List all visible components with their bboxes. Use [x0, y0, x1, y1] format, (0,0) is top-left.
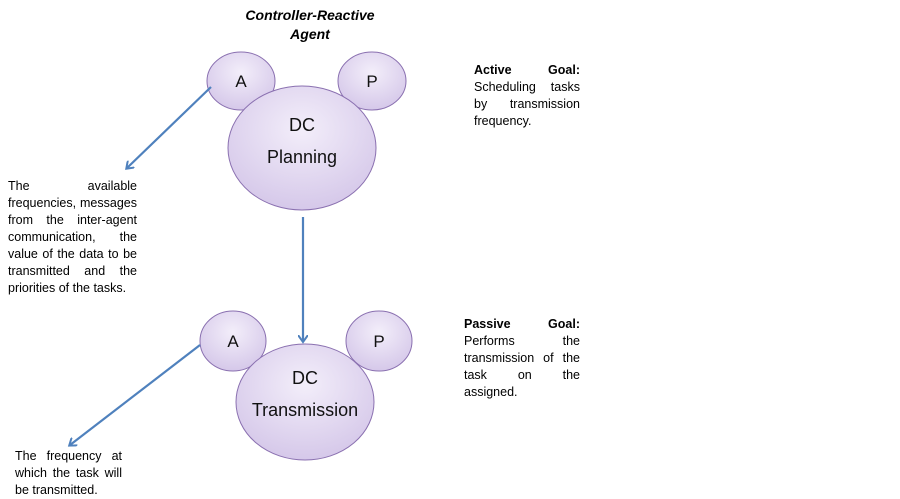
transmission-main-line2: Transmission — [252, 400, 358, 420]
transmission-agent: A P DC Transmission — [199, 310, 413, 461]
active-goal-text: Scheduling tasks by transmission frequen… — [474, 80, 580, 128]
active-goal-heading-word2: Goal: — [548, 63, 580, 77]
planning-p-bubble[interactable] — [337, 51, 407, 111]
planning-input-arrow — [127, 86, 212, 168]
planning-a-bubble[interactable] — [206, 51, 276, 111]
title-line-2: Agent — [290, 26, 330, 42]
transmission-output-arrow — [70, 344, 201, 445]
passive-goal-heading-word1: Passive — [464, 317, 511, 331]
transmission-main-bubble[interactable] — [235, 343, 375, 461]
transmission-output-note: The frequency at which the task will be … — [15, 449, 122, 497]
title-line-1: Controller-Reactive — [245, 7, 375, 23]
planning-a-label: A — [235, 72, 247, 91]
transmission-main-line1: DC — [292, 368, 318, 388]
transmission-p-label: P — [373, 332, 384, 351]
transmission-p-bubble[interactable] — [345, 310, 413, 372]
transmission-a-label: A — [227, 332, 239, 351]
passive-goal-text: Performs the transmission of the task on… — [464, 334, 580, 399]
active-goal-heading: Active Goal: — [474, 62, 580, 79]
planning-agent: A P DC Planning — [206, 51, 407, 211]
active-goal-heading-word1: Active — [474, 63, 512, 77]
planning-main-bubble[interactable] — [227, 85, 377, 211]
planning-p-label: P — [366, 72, 377, 91]
active-goal-note: Active Goal: Scheduling tasks by transmi… — [474, 62, 580, 130]
transmission-a-bubble[interactable] — [199, 310, 267, 372]
planning-main-line1: DC — [289, 115, 315, 135]
passive-goal-note: Passive Goal: Performs the transmission … — [464, 316, 580, 401]
diagram-title: Controller-Reactive Agent — [220, 6, 400, 44]
planning-input-note: The available frequencies, messages from… — [8, 179, 137, 295]
passive-goal-heading-word2: Goal: — [548, 317, 580, 331]
passive-goal-heading: Passive Goal: — [464, 316, 580, 333]
planning-main-line2: Planning — [267, 147, 337, 167]
